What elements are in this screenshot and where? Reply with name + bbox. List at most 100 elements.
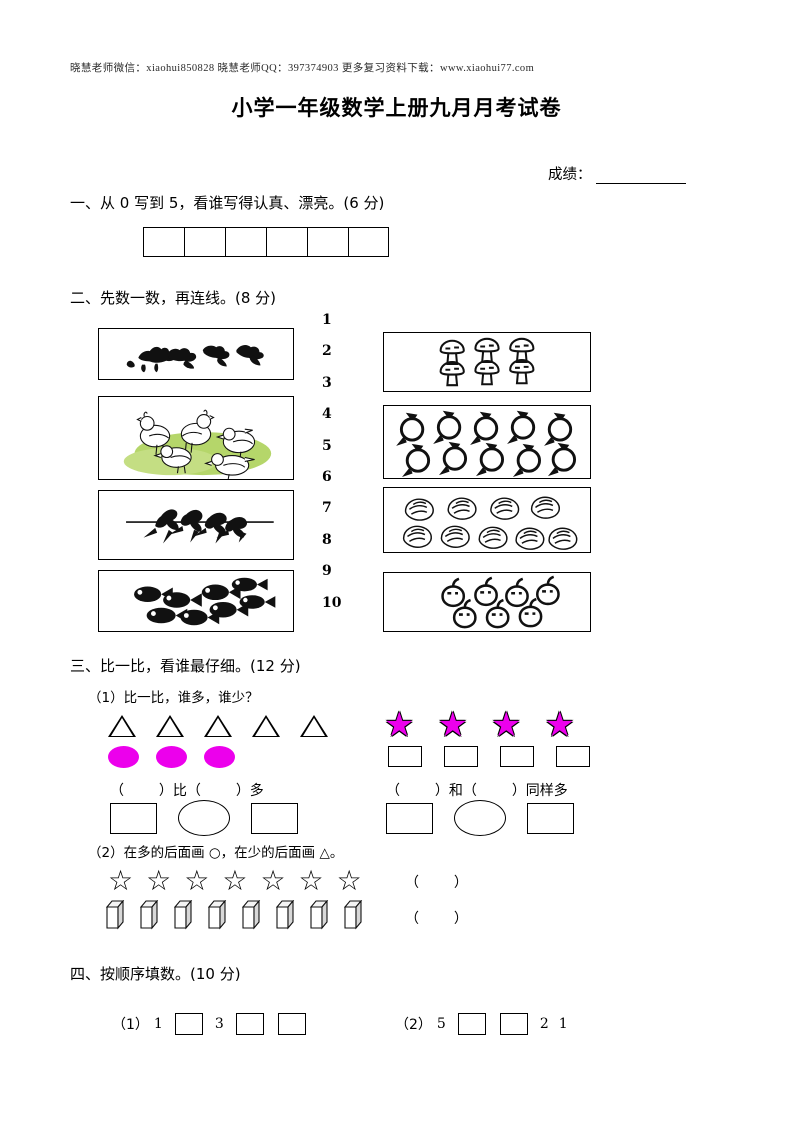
question-4-heading: 四、按顺序填数。(10 分): [70, 965, 241, 983]
q3-circle-row: [108, 746, 235, 768]
q3-right-paren-b: ）和（: [434, 783, 477, 799]
question-1-heading: 一、从 0 写到 5，看谁写得认真、漂亮。(6 分): [70, 194, 385, 212]
ladder-number[interactable]: 1: [322, 312, 332, 328]
cuboid-shape: [139, 899, 159, 930]
q3-sub2-answer-2[interactable]: （ ）: [405, 908, 468, 928]
answer-circle[interactable]: [178, 800, 230, 836]
q3-left-paren-c: ）多: [235, 783, 264, 799]
paren-open: （: [405, 875, 419, 891]
q4-row2-num-2: 2: [539, 1016, 549, 1032]
question-3-heading: 三、比一比，看谁最仔细。(12 分): [70, 657, 301, 675]
q1-write-boxes: [143, 227, 389, 257]
q3-triangle-row: [108, 715, 328, 737]
question-2-heading: 二、先数一数，再连线。(8 分): [70, 289, 277, 307]
sequence-box[interactable]: [499, 1013, 528, 1035]
small-rect[interactable]: [500, 746, 534, 767]
paren-close: ）: [453, 911, 468, 927]
q4-row1-num-1: 1: [153, 1016, 163, 1032]
picture-ducks[interactable]: [98, 328, 294, 380]
score-field: 成绩：: [548, 163, 686, 184]
answer-box[interactable]: [386, 802, 433, 834]
picture-fish[interactable]: [98, 570, 294, 632]
q4-row-1: （1） 1 3: [112, 1013, 313, 1035]
cuboid-shape: [241, 899, 261, 930]
ladder-number[interactable]: 4: [322, 406, 332, 423]
q4-row2-label: （2）: [395, 1017, 432, 1033]
score-label: 成绩：: [548, 167, 592, 183]
cuboid-shape: [275, 899, 295, 930]
write-box[interactable]: [143, 227, 184, 257]
picture-leaves[interactable]: [383, 487, 591, 553]
magenta-star: ★: [384, 705, 415, 745]
outline-star: ☆: [260, 864, 286, 897]
q4-row2-num-1: 5: [436, 1016, 446, 1032]
small-rect[interactable]: [444, 746, 478, 767]
cuboid-shape: [343, 899, 363, 930]
picture-mushrooms[interactable]: [383, 332, 591, 392]
ladder-number[interactable]: 7: [322, 500, 332, 517]
triangle-shape: [204, 715, 232, 737]
triangle-shape: [252, 715, 280, 737]
write-box[interactable]: [225, 227, 266, 257]
q4-row1-label: （1）: [112, 1017, 149, 1033]
picture-swallows[interactable]: [98, 490, 294, 560]
outline-star: ☆: [222, 864, 248, 897]
answer-circle[interactable]: [454, 800, 506, 836]
q3-small-rect-row: [388, 746, 590, 767]
q3-right-paren-a: （: [386, 783, 400, 799]
q3-right-sentence: （ ）和（ ）同样多: [386, 780, 568, 800]
ladder-number[interactable]: 2: [322, 343, 332, 360]
sequence-box[interactable]: [277, 1013, 306, 1035]
q4-row1-num-2: 3: [214, 1016, 224, 1032]
ladder-number[interactable]: 6: [322, 468, 332, 485]
cuboid-shape: [105, 899, 125, 930]
picture-pomegranates[interactable]: [383, 405, 591, 479]
answer-box[interactable]: [110, 802, 157, 834]
cuboid-shape: [173, 899, 193, 930]
sequence-box[interactable]: [174, 1013, 203, 1035]
outline-star: ☆: [146, 864, 172, 897]
small-rect[interactable]: [388, 746, 422, 767]
picture-peppers[interactable]: [383, 572, 591, 632]
q3-right-paren-c: ）同样多: [511, 783, 568, 799]
score-blank-line[interactable]: [595, 169, 686, 184]
cuboid-shape: [309, 899, 329, 930]
q3-left-answer-row: [110, 800, 298, 836]
sequence-box[interactable]: [235, 1013, 264, 1035]
ladder-number[interactable]: 3: [322, 374, 332, 391]
picture-pigeons[interactable]: [98, 396, 294, 480]
write-box[interactable]: [348, 227, 389, 257]
page-title: 小学一年级数学上册九月月考试卷: [231, 96, 562, 120]
small-rect[interactable]: [556, 746, 590, 767]
q3-left-paren-a: （: [110, 783, 124, 799]
ladder-number[interactable]: 9: [322, 563, 332, 580]
answer-box[interactable]: [251, 802, 298, 834]
outline-star: ☆: [108, 864, 134, 897]
question-3-sub1-text: （1）比一比，谁多，谁少？: [88, 690, 259, 706]
answer-box[interactable]: [527, 802, 574, 834]
magenta-ellipse: [156, 746, 187, 768]
outline-star: ☆: [336, 864, 362, 897]
ladder-number[interactable]: 10: [322, 594, 342, 611]
q3-left-sentence: （ ）比（ ）多: [110, 780, 264, 800]
magenta-star: ★: [544, 705, 575, 745]
write-box[interactable]: [307, 227, 348, 257]
watermark-header-text: 晓慧老师微信：xiaohui850828 晓慧老师QQ：397374903 更多…: [70, 63, 535, 74]
q3-left-paren-b: ）比（: [158, 783, 201, 799]
cuboid-shape: [207, 899, 227, 930]
q3-star-row: ★ ★ ★ ★: [384, 705, 575, 745]
magenta-star: ★: [437, 705, 468, 745]
triangle-shape: [108, 715, 136, 737]
question-3-sub2-text: （2）在多的后面画 ○，在少的后面画 △。: [88, 845, 344, 861]
ladder-number[interactable]: 8: [322, 531, 332, 548]
q4-row-2: （2） 5 2 1: [395, 1013, 573, 1035]
sequence-box[interactable]: [457, 1013, 486, 1035]
magenta-ellipse: [108, 746, 139, 768]
q3-sub2-answer-1[interactable]: （ ）: [405, 872, 468, 892]
write-box[interactable]: [266, 227, 307, 257]
write-box[interactable]: [184, 227, 225, 257]
paren-open: （: [405, 911, 419, 927]
ladder-number[interactable]: 5: [322, 437, 332, 454]
outline-star: ☆: [298, 864, 324, 897]
